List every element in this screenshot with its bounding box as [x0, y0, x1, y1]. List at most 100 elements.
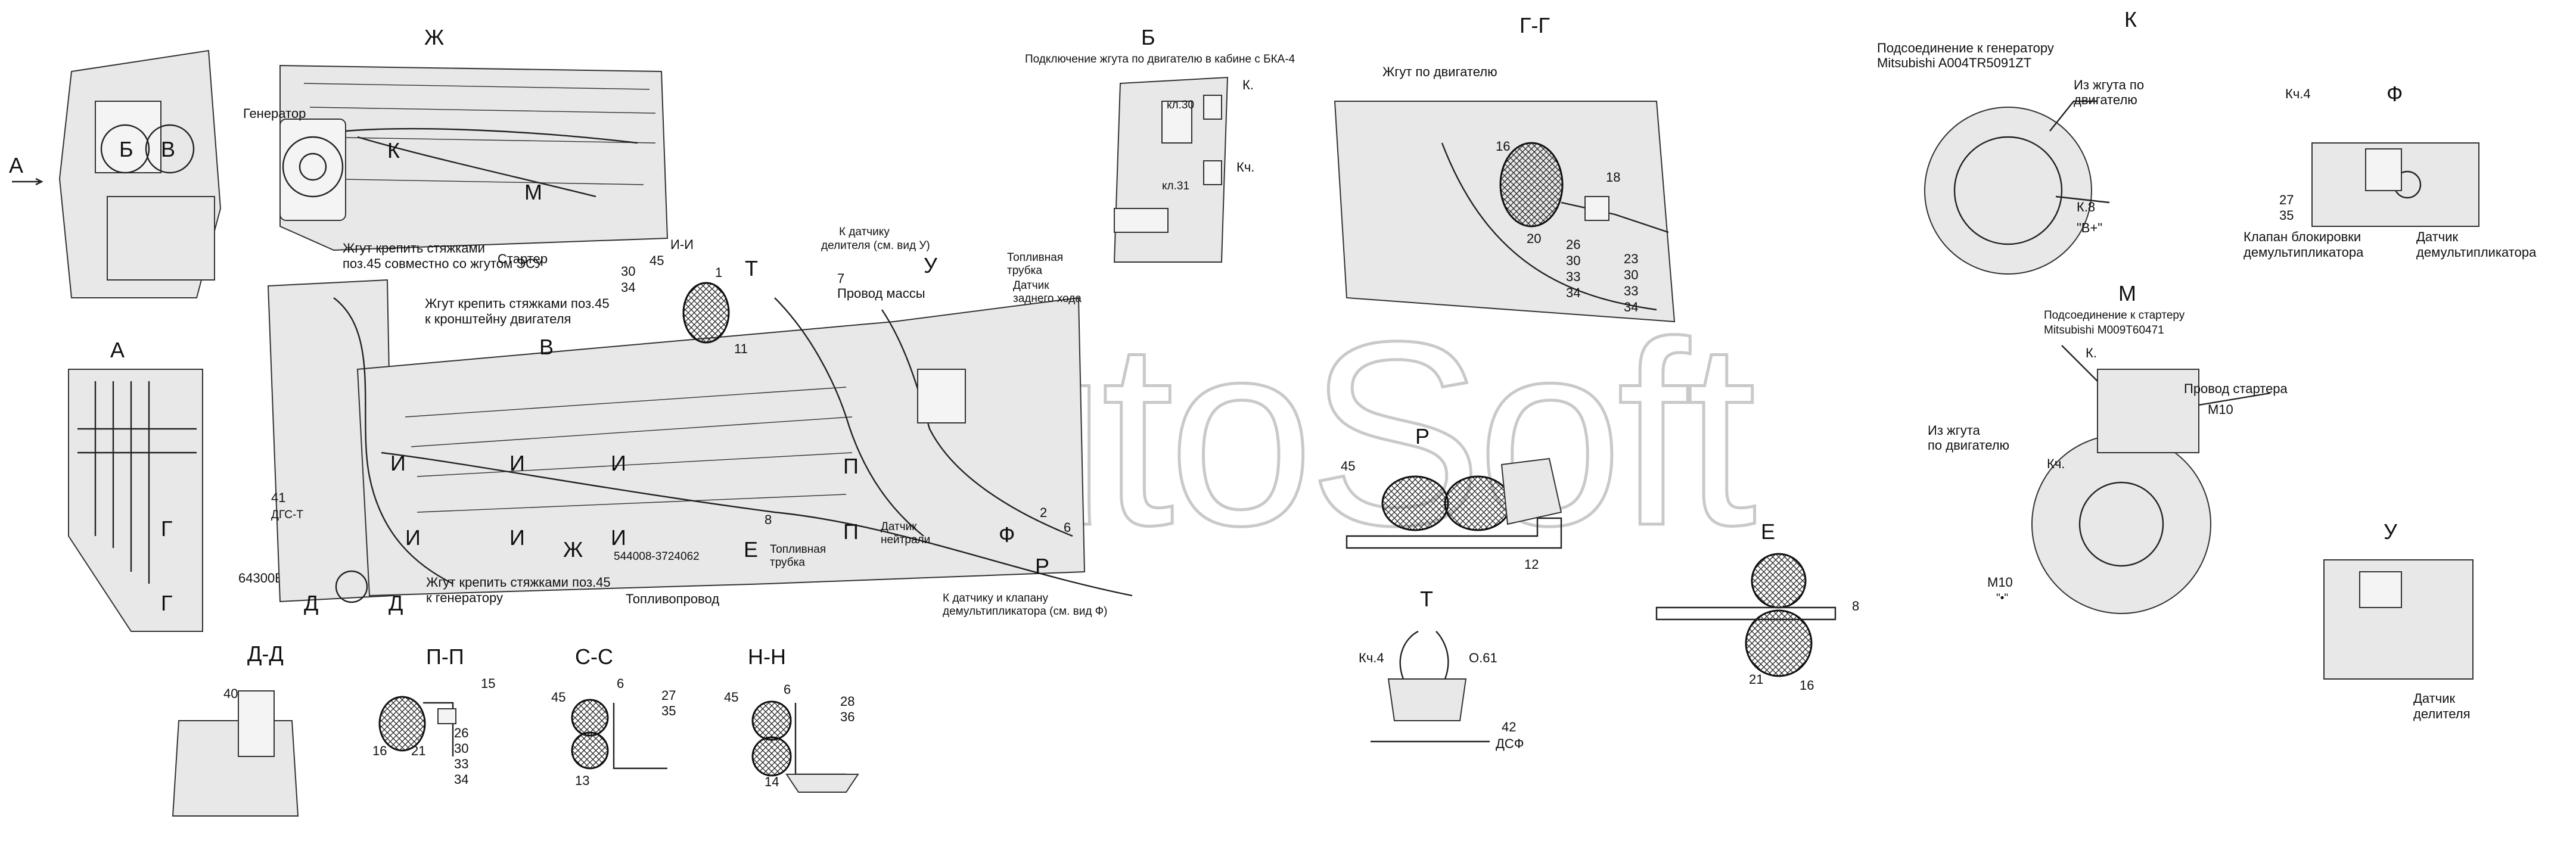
- v-n34: 34: [621, 280, 635, 295]
- label-bplus: "В+": [2077, 220, 2102, 235]
- gg-n16: 16: [1496, 139, 1510, 154]
- v-to-sensor-2: демультипликатора (см. вид Ф): [943, 605, 1107, 618]
- view-pp: П-П 15 26 30 33 34 16 21: [372, 644, 495, 787]
- r-n45: 45: [1341, 459, 1355, 474]
- f-n35: 35: [2279, 208, 2294, 223]
- gg-n30: 30: [1566, 253, 1580, 268]
- v-fuel-1: Топливная: [1007, 251, 1063, 264]
- m-dots: "•": [1996, 592, 2008, 605]
- nn-n36: 36: [840, 709, 854, 724]
- label-b-k: К.: [1242, 77, 1254, 92]
- m-starter-wire: Провод стартера: [2184, 381, 2288, 396]
- v-d-2: Д: [389, 591, 403, 615]
- view-dd: Д-Д 40: [172, 641, 299, 817]
- gg-n30b: 30: [1624, 267, 1638, 282]
- v-i-4: И: [509, 525, 525, 550]
- f-valve-1: Клапан блокировки: [2243, 229, 2361, 244]
- view-m-subtitle-1: Подсоединение к стартеру: [2044, 309, 2185, 322]
- view-f-title: Ф: [2387, 82, 2403, 106]
- m-m10b: М10: [1987, 575, 2013, 590]
- label-kl31: кл.31: [1162, 180, 1189, 192]
- v-to-div-2: делителя (см. вид У): [821, 239, 930, 252]
- ss-n45: 45: [551, 690, 565, 705]
- view-e: Е 8 21 16: [1655, 519, 1859, 693]
- v-neutral-2: нейтрали: [881, 534, 930, 546]
- f-valve-2: демультипликатора: [2243, 245, 2364, 260]
- label-from-harness-2: двигателю: [2074, 92, 2137, 107]
- view-a-detail-title: А: [110, 338, 125, 362]
- ss-n6: 6: [617, 676, 624, 691]
- pp-n33: 33: [454, 756, 468, 771]
- v-neutral-1: Датчик: [881, 521, 917, 533]
- f-sensor-2: демультипликатора: [2416, 245, 2537, 260]
- v-tie-4: к кронштейну двигателя: [425, 312, 571, 326]
- v-to-div-1: К датчику: [839, 226, 890, 238]
- label-starter: Стартер: [498, 251, 548, 266]
- view-t: Т Кч.4 О.61 42 ДСФ: [1359, 587, 1524, 751]
- label-v: В: [161, 137, 175, 161]
- v-d-1: Д: [304, 591, 318, 615]
- gg-n33b: 33: [1624, 284, 1638, 298]
- view-b: Б Подключение жгута по двигателю в кабин…: [1025, 25, 1295, 263]
- view-u-title: У: [2384, 519, 2398, 544]
- view-pp-title: П-П: [426, 644, 464, 669]
- gg-n34b: 34: [1624, 300, 1638, 314]
- view-gg: Г-Г Жгут по двигателю 16 18 20 26 30 33 …: [1334, 13, 1676, 323]
- f-n27: 27: [2279, 192, 2294, 207]
- v-dgs: ДГС-Т: [271, 509, 303, 521]
- pp-n16: 16: [372, 743, 387, 758]
- gg-n18: 18: [1606, 170, 1620, 185]
- ss-n35: 35: [661, 703, 676, 718]
- label-b-kch: Кч.: [1236, 160, 1254, 175]
- v-n7: 7: [837, 271, 844, 286]
- label-k8: К.8: [2077, 200, 2095, 214]
- view-e-title: Е: [1761, 519, 1775, 544]
- v-i-6: И: [611, 525, 626, 550]
- v-n41: 41: [271, 490, 285, 505]
- v-fuel-4: трубка: [770, 556, 805, 569]
- view-r-title: Р: [1415, 424, 1430, 448]
- gg-n20: 20: [1527, 231, 1541, 246]
- pp-n26: 26: [454, 725, 468, 740]
- view-nn: Н-Н 6 45 28 36 14: [724, 644, 859, 793]
- t-kch4: Кч.4: [1359, 650, 1384, 665]
- v-rev-2: заднего хода: [1013, 292, 1082, 305]
- v-n1: 1: [715, 265, 722, 280]
- pp-n15: 15: [481, 676, 495, 691]
- view-f: Ф Кч.4 27 35 Клапан блокировки демультип…: [2243, 82, 2537, 260]
- v-u: У: [924, 253, 938, 278]
- f-kch4: Кч.4: [2285, 86, 2311, 101]
- nn-n45: 45: [724, 690, 738, 705]
- m-kch: Кч.: [2047, 456, 2065, 471]
- view-a-top: А Б В: [9, 49, 222, 298]
- v-n11: 11: [734, 341, 748, 356]
- v-i-2: И: [405, 525, 421, 550]
- v-fuel-2: трубка: [1007, 264, 1042, 277]
- v-n45: 45: [650, 253, 664, 268]
- view-v-main: В Жгут крепить стяжками поз.45 совместно…: [267, 226, 1133, 618]
- view-u: У Датчик делителя: [2323, 519, 2474, 721]
- view-b-subtitle: Подключение жгута по двигателю в кабине …: [1025, 53, 1295, 66]
- v-p-1: П: [843, 454, 859, 478]
- v-f: Ф: [999, 522, 1015, 547]
- r-n12: 12: [1524, 557, 1539, 572]
- label-g-2: Г: [161, 591, 173, 615]
- ss-n13: 13: [575, 773, 589, 788]
- view-k-subtitle-2: Mitsubishi A004TR5091ZT: [1877, 55, 2031, 70]
- nn-n14: 14: [765, 774, 779, 789]
- e-n16: 16: [1800, 678, 1814, 693]
- view-k-subtitle-1: Подсоединение к генератору: [1877, 41, 2054, 55]
- v-tie-3: Жгут крепить стяжками поз.45: [425, 296, 610, 311]
- view-k: К Подсоединение к генератору Mitsubishi …: [1877, 7, 2144, 275]
- v-ii: И-И: [670, 237, 694, 252]
- m-k: К.: [2086, 345, 2097, 360]
- v-to-sensor-1: К датчику и клапану: [943, 592, 1049, 605]
- view-a-arrow-label: А: [9, 153, 23, 177]
- label-g-1: Г: [161, 516, 173, 541]
- view-nn-title: Н-Н: [748, 644, 786, 669]
- t-o61: О.61: [1469, 650, 1497, 665]
- pp-n30: 30: [454, 741, 468, 756]
- view-m-subtitle-2: Mitsubishi M009T60471: [2044, 324, 2164, 337]
- label-from-harness-1: Из жгута по: [2074, 77, 2144, 92]
